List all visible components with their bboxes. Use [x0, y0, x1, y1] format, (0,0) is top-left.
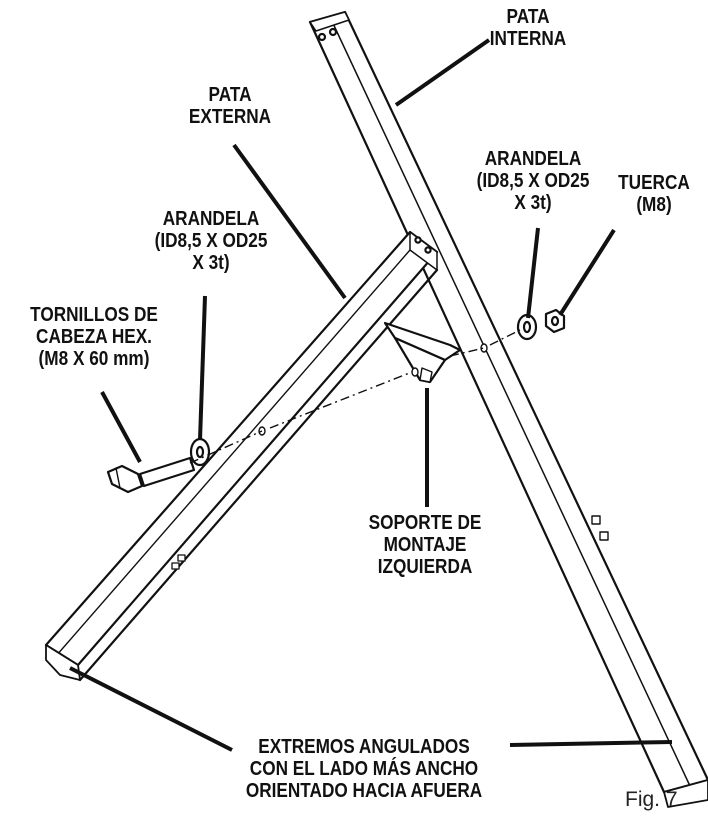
figure-label: Fig. 7	[625, 788, 678, 811]
inner-leg	[308, 10, 708, 808]
leader-arandela-left	[198, 295, 207, 441]
hex-bolt	[106, 456, 196, 494]
label-tuerca: TUERCA(M8)	[618, 172, 690, 216]
leader-extremos-left	[69, 666, 233, 752]
leader-tornillos	[100, 391, 142, 463]
hex-nut	[544, 308, 566, 334]
mounting-bracket	[383, 321, 462, 384]
assembly-path	[189, 329, 521, 464]
washer-right	[516, 313, 538, 341]
leader-tuerca	[558, 228, 616, 317]
leader-pata-externa	[232, 143, 347, 300]
outer-leg	[44, 230, 439, 682]
leader-arandela-right	[526, 227, 540, 319]
washer-left	[189, 437, 211, 467]
leader-lines	[69, 38, 673, 752]
leader-extremos-right	[509, 740, 673, 747]
leader-pata-interna	[394, 38, 491, 107]
